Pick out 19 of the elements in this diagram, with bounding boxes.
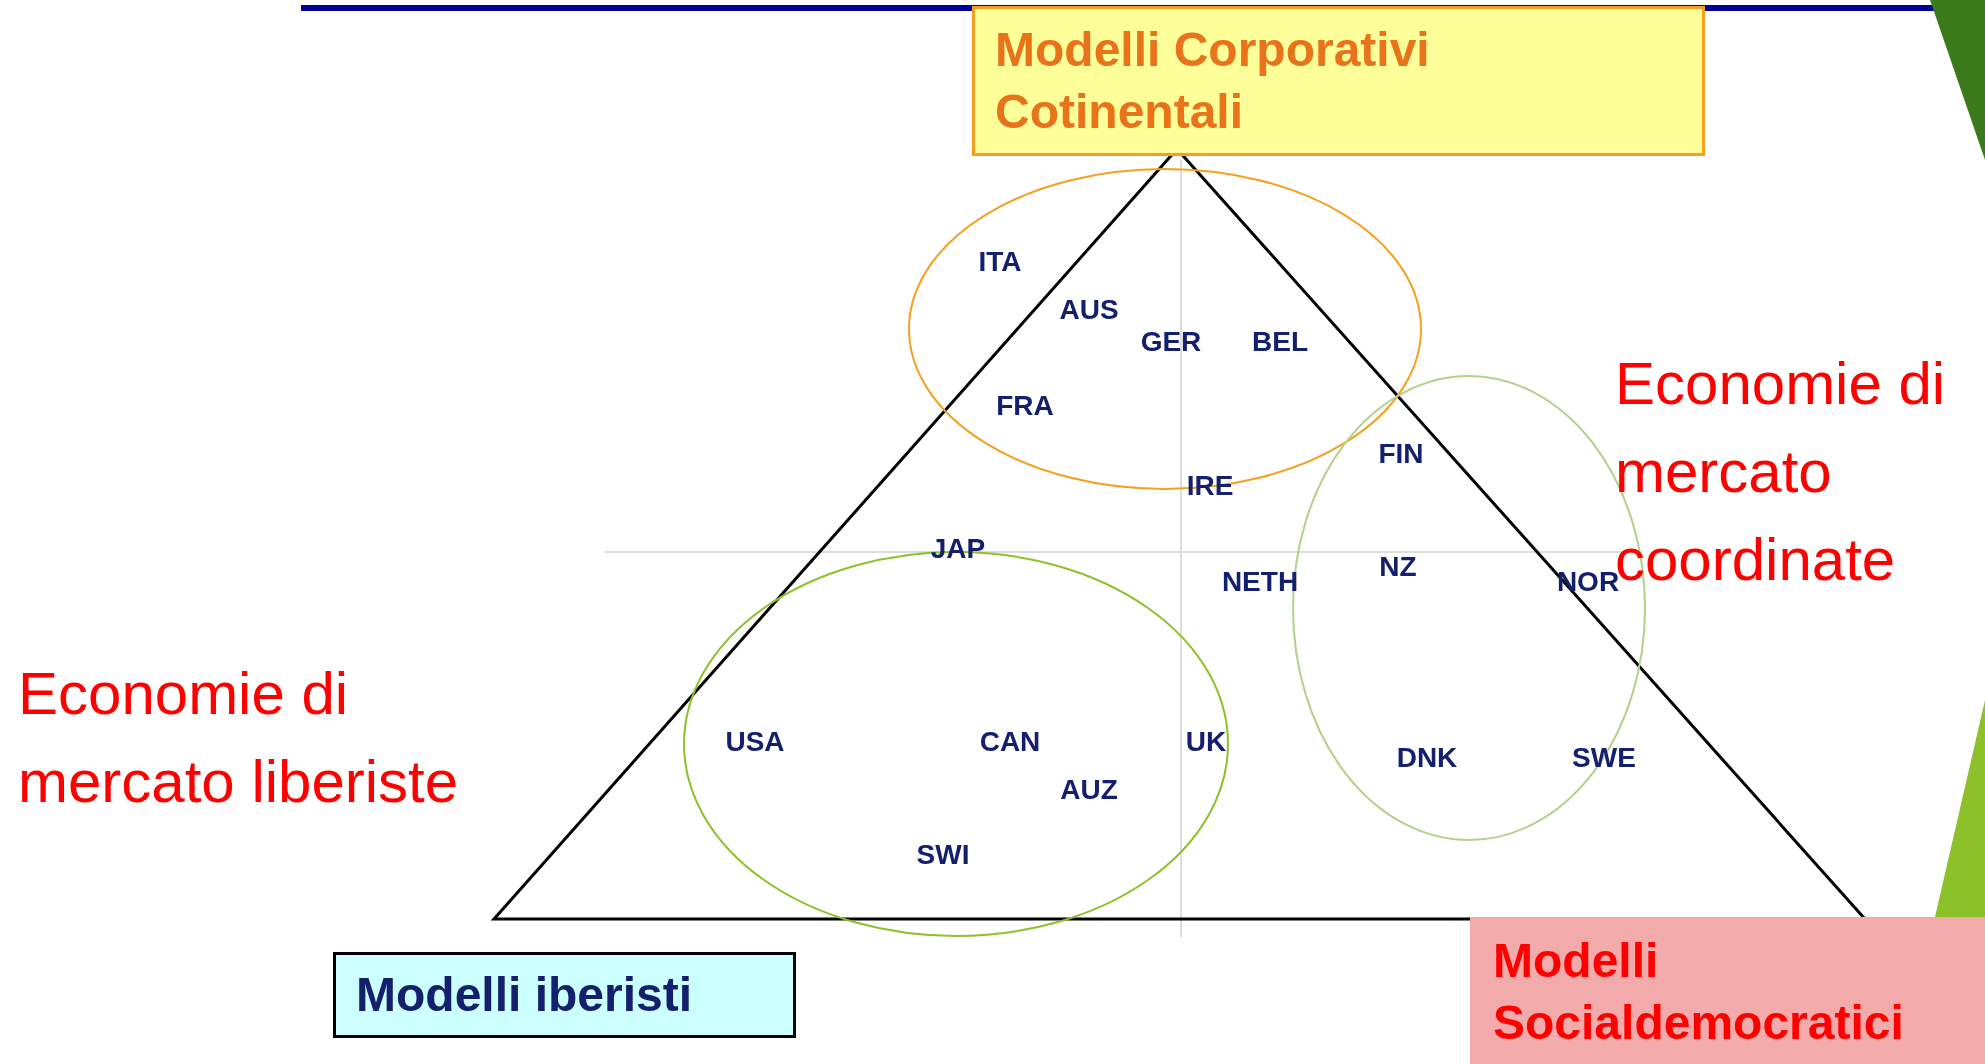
country-code: FRA xyxy=(996,390,1054,422)
country-code: UK xyxy=(1185,726,1227,758)
category-box: Modelli Corporativi Cotinentali xyxy=(972,6,1705,156)
category-box: Modelli iberisti xyxy=(333,952,796,1038)
country-code: CAN xyxy=(979,726,1041,758)
country-code: ITA xyxy=(978,246,1022,278)
country-code: AUZ xyxy=(1060,774,1118,806)
country-code: SWE xyxy=(1572,742,1636,774)
country-code: DNK xyxy=(1396,742,1458,774)
country-code: AUS xyxy=(1059,294,1119,326)
country-code: NETH xyxy=(1221,566,1299,598)
country-code: FIN xyxy=(1378,438,1424,470)
category-box: Modelli Socialdemocratici xyxy=(1470,917,1985,1064)
country-code: NZ xyxy=(1379,551,1417,583)
country-code: USA xyxy=(725,726,785,758)
country-code: BEL xyxy=(1252,326,1308,358)
group-title: Economie di mercato liberiste xyxy=(18,659,460,817)
country-code: SWI xyxy=(916,839,970,871)
country-code: GER xyxy=(1140,326,1202,358)
